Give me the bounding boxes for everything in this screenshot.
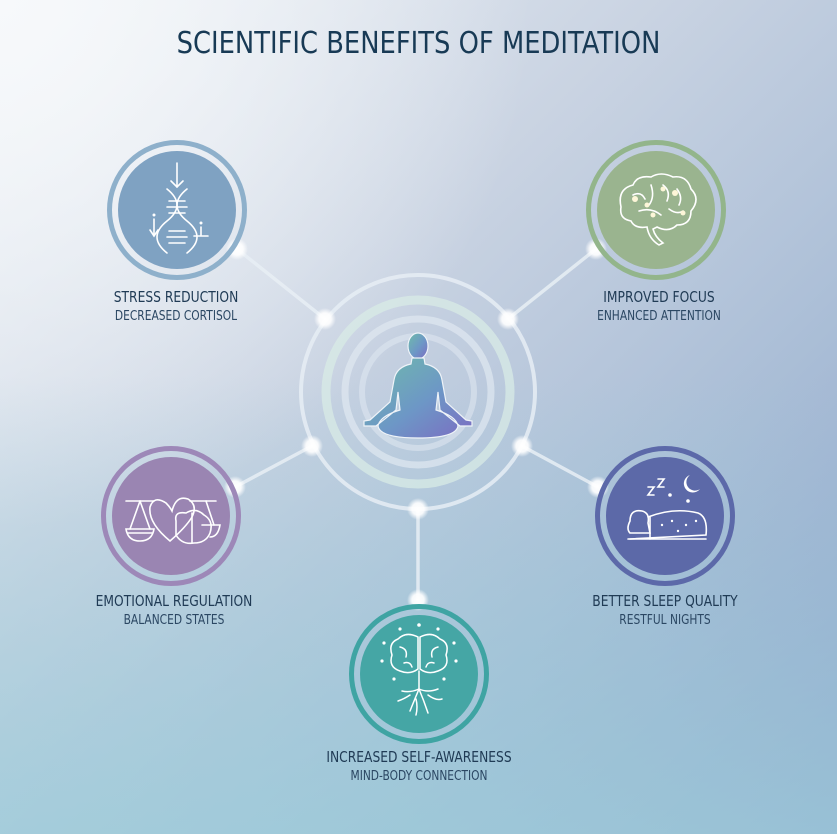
benefit-subtitle: DECREASED CORTISOL — [114, 309, 238, 324]
sleeping-person-moon-icon — [627, 475, 708, 540]
dna-down-arrow-icon — [149, 162, 209, 254]
glowing-brain-icon — [619, 173, 697, 246]
page-title: SCIENTIFIC BENEFITS OF MEDITATION — [176, 26, 661, 61]
scale-heart-brain-icon — [125, 497, 221, 545]
benefit-node-improved-focus[interactable] — [586, 140, 726, 280]
benefit-label-better-sleep-quality: BETTER SLEEP QUALITY RESTFUL NIGHTS — [555, 592, 775, 628]
benefit-title: IMPROVED FOCUS — [603, 288, 715, 306]
benefit-node-increased-self-awareness[interactable] — [349, 604, 489, 744]
benefit-label-increased-self-awareness: INCREASED SELF-AWARENESS MIND-BODY CONNE… — [299, 748, 539, 784]
benefit-node-better-sleep-quality[interactable] — [595, 446, 735, 586]
benefit-subtitle: BALANCED STATES — [123, 613, 225, 628]
benefit-node-emotional-regulation[interactable] — [101, 446, 241, 586]
benefit-title: STRESS REDUCTION — [113, 288, 239, 306]
benefit-node-stress-reduction[interactable] — [107, 140, 247, 280]
benefit-title: BETTER SLEEP QUALITY — [592, 592, 738, 610]
benefit-label-emotional-regulation: EMOTIONAL REGULATION BALANCED STATES — [64, 592, 284, 628]
benefit-label-stress-reduction: STRESS REDUCTION DECREASED CORTISOL — [76, 288, 276, 324]
meditation-figure-icon — [363, 332, 473, 439]
benefit-label-improved-focus: IMPROVED FOCUS ENHANCED ATTENTION — [559, 288, 759, 324]
benefit-subtitle: ENHANCED ATTENTION — [597, 309, 721, 324]
center-meditation-hub — [348, 330, 488, 450]
benefit-subtitle: RESTFUL NIGHTS — [619, 613, 711, 628]
benefit-title: INCREASED SELF-AWARENESS — [326, 748, 512, 766]
brain-roots-tree-icon — [380, 623, 458, 716]
benefit-title: EMOTIONAL REGULATION — [95, 592, 253, 610]
benefit-subtitle: MIND-BODY CONNECTION — [350, 769, 488, 784]
